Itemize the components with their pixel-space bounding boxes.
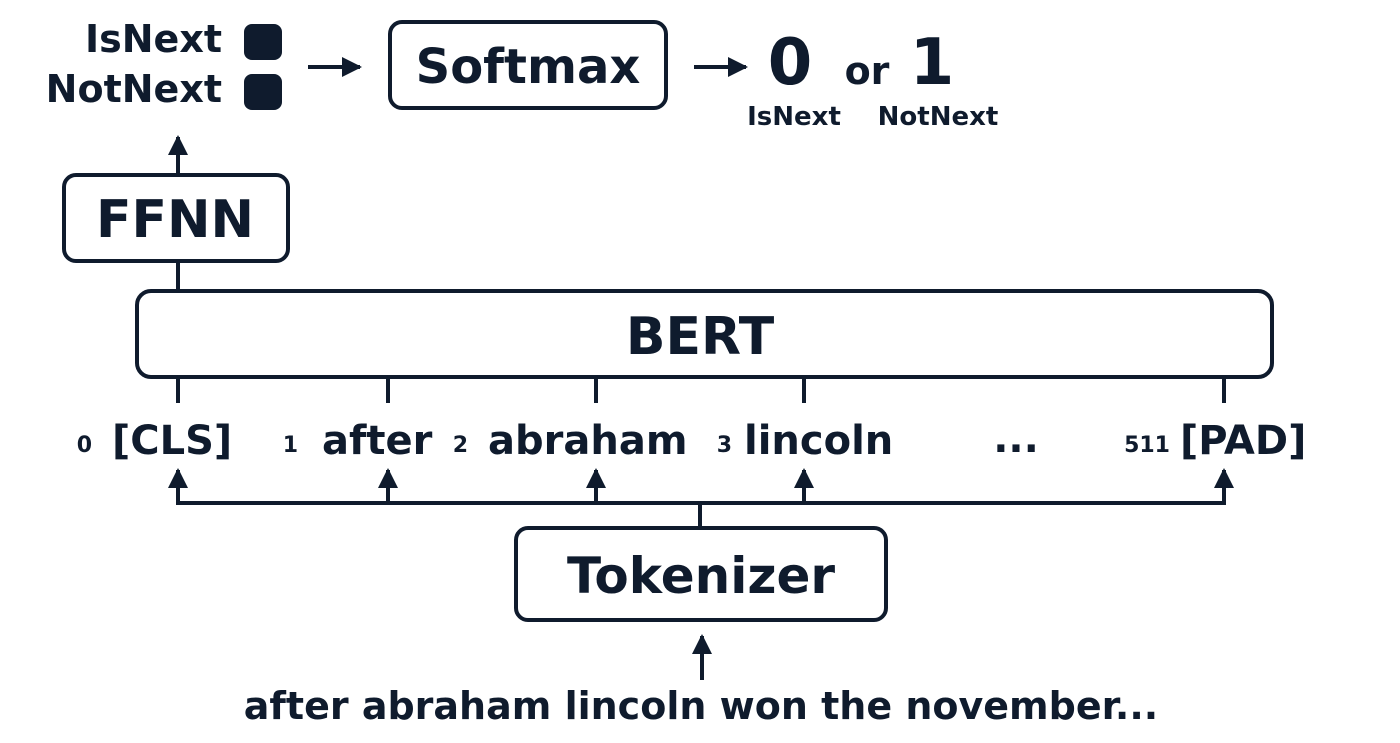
token-index: 511 (1124, 433, 1170, 458)
notnext-label: NotNext (46, 67, 222, 111)
bert-label: BERT (626, 307, 775, 367)
tokenizer-box (514, 526, 888, 622)
softmax-label: Softmax (416, 39, 641, 95)
token-text: after (322, 418, 433, 464)
token-ellipsis: ... (993, 416, 1039, 462)
notnext-output-cell (244, 74, 282, 110)
input-sentence: after abraham lincoln won the november..… (244, 684, 1159, 728)
token-index: 3 (717, 433, 732, 458)
ffnn-label: FFNN (96, 190, 254, 250)
token-text: lincoln (744, 418, 893, 464)
token-index: 0 (77, 433, 92, 458)
result-or: or (845, 49, 890, 93)
result-zero-caption: IsNext (747, 102, 841, 132)
softmax-box (388, 20, 668, 110)
result-one: 1 (910, 26, 955, 100)
token-text: [PAD] (1180, 418, 1306, 464)
tokenizer-label: Tokenizer (567, 547, 835, 605)
token-text: [CLS] (112, 418, 232, 464)
token-text: abraham (488, 418, 688, 464)
bert-box (135, 289, 1274, 379)
token-index: 1 (283, 433, 298, 458)
isnext-label: IsNext (85, 17, 222, 61)
isnext-output-cell (244, 24, 282, 60)
result-zero: 0 (768, 26, 813, 100)
result-one-caption: NotNext (878, 102, 999, 132)
token-index: 2 (453, 433, 468, 458)
